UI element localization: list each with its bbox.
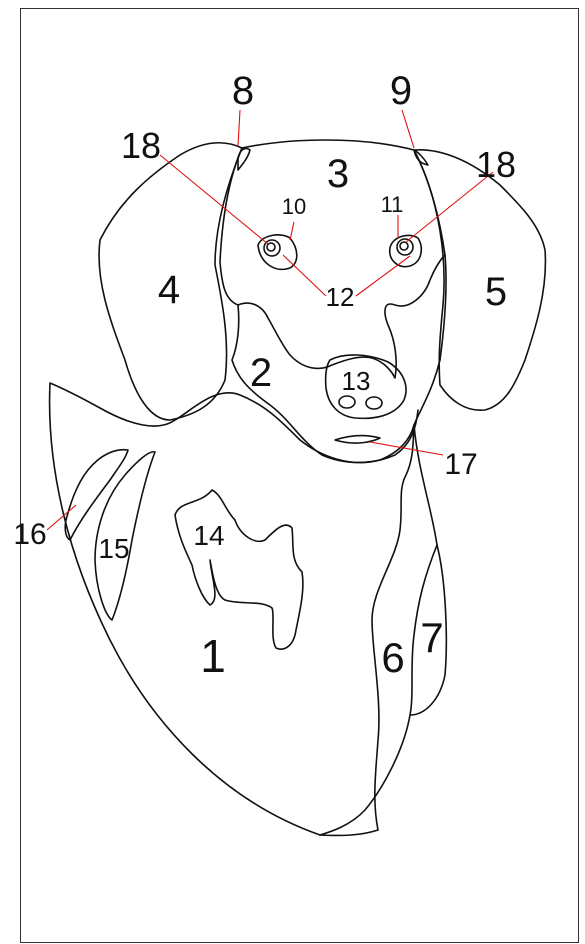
label-15: 15 — [98, 533, 129, 564]
region-8-ear-tip — [237, 147, 251, 171]
region-14-patch — [174, 489, 304, 650]
region-9-ear-tip — [413, 149, 429, 166]
left-pupil — [266, 242, 276, 252]
region-1-body — [48, 382, 415, 837]
label-18-right: 18 — [476, 144, 516, 185]
leader-8 — [237, 109, 241, 147]
leader-18-right — [405, 171, 494, 243]
label-9: 9 — [390, 69, 412, 113]
label-4: 4 — [158, 268, 180, 312]
right-eye-ring — [396, 238, 414, 256]
label-6: 6 — [381, 634, 404, 681]
label-14: 14 — [193, 520, 224, 551]
region-15-patch — [94, 451, 156, 621]
region-13-nose — [324, 354, 407, 420]
leader-10 — [289, 221, 295, 241]
label-3: 3 — [327, 152, 349, 196]
leader-12-left — [282, 254, 327, 297]
region-17-mouth — [334, 434, 381, 444]
region-10-left-eye — [257, 234, 298, 271]
right-nostril — [365, 396, 383, 410]
page-frame — [20, 8, 579, 943]
label-11: 11 — [381, 192, 404, 217]
region-4-left-ear — [98, 141, 243, 421]
label-12: 12 — [326, 282, 355, 312]
right-pupil — [399, 241, 409, 251]
region-7-outline — [409, 424, 448, 716]
leader-9 — [401, 109, 415, 149]
label-5: 5 — [485, 270, 507, 314]
label-18-left: 18 — [121, 125, 161, 166]
label-17: 17 — [444, 448, 477, 481]
region-11-right-eye — [388, 234, 423, 268]
label-1: 1 — [200, 630, 226, 682]
region-2-muzzle — [219, 147, 419, 464]
leader-18-left — [159, 154, 269, 245]
leader-12-right — [355, 255, 411, 297]
region-16-patch — [64, 448, 129, 541]
leader-16 — [46, 504, 77, 531]
muzzle-bridge — [237, 254, 446, 379]
label-8: 8 — [232, 69, 254, 113]
left-nostril — [338, 395, 356, 409]
left-eye-ring — [263, 239, 281, 257]
label-7: 7 — [420, 614, 443, 661]
label-13: 13 — [342, 366, 371, 396]
label-2: 2 — [250, 351, 272, 395]
label-10: 10 — [282, 194, 306, 219]
label-16: 16 — [13, 518, 46, 551]
region-3-head — [241, 139, 447, 426]
leader-17 — [369, 441, 444, 456]
region-5-right-ear — [413, 149, 547, 411]
